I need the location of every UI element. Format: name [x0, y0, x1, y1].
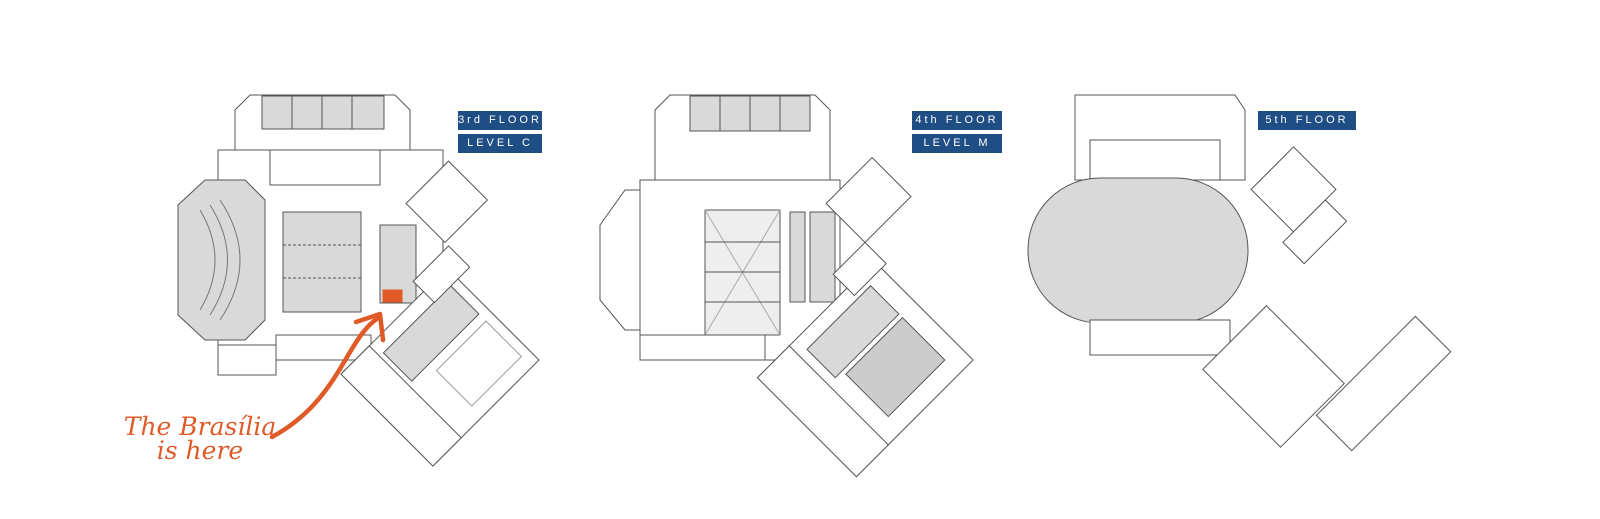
- floor-label: 3rd FLOOR: [458, 111, 542, 130]
- arrow-head-icon: [353, 311, 386, 343]
- auditorium: [177, 179, 266, 341]
- floor-label: 5th FLOOR: [1258, 111, 1356, 130]
- level-label: LEVEL C: [458, 134, 542, 153]
- annotation-line-2: is here: [156, 436, 244, 465]
- pointer-arrow: [269, 315, 381, 440]
- floor-plan-3rd-floor: [177, 94, 540, 467]
- level-label: LEVEL M: [912, 134, 1002, 153]
- annotation-line-1: The Brasília: [123, 412, 277, 441]
- floor-label: 4th FLOOR: [912, 111, 1002, 130]
- floor-plan-5th-floor: [1027, 94, 1452, 452]
- ballroom-oval: [1027, 177, 1249, 324]
- brasilia-room: [382, 289, 403, 303]
- floor-plan-4th-floor: [599, 94, 974, 478]
- main-hall: [282, 211, 362, 313]
- location-annotation: The Brasília is here: [100, 412, 300, 465]
